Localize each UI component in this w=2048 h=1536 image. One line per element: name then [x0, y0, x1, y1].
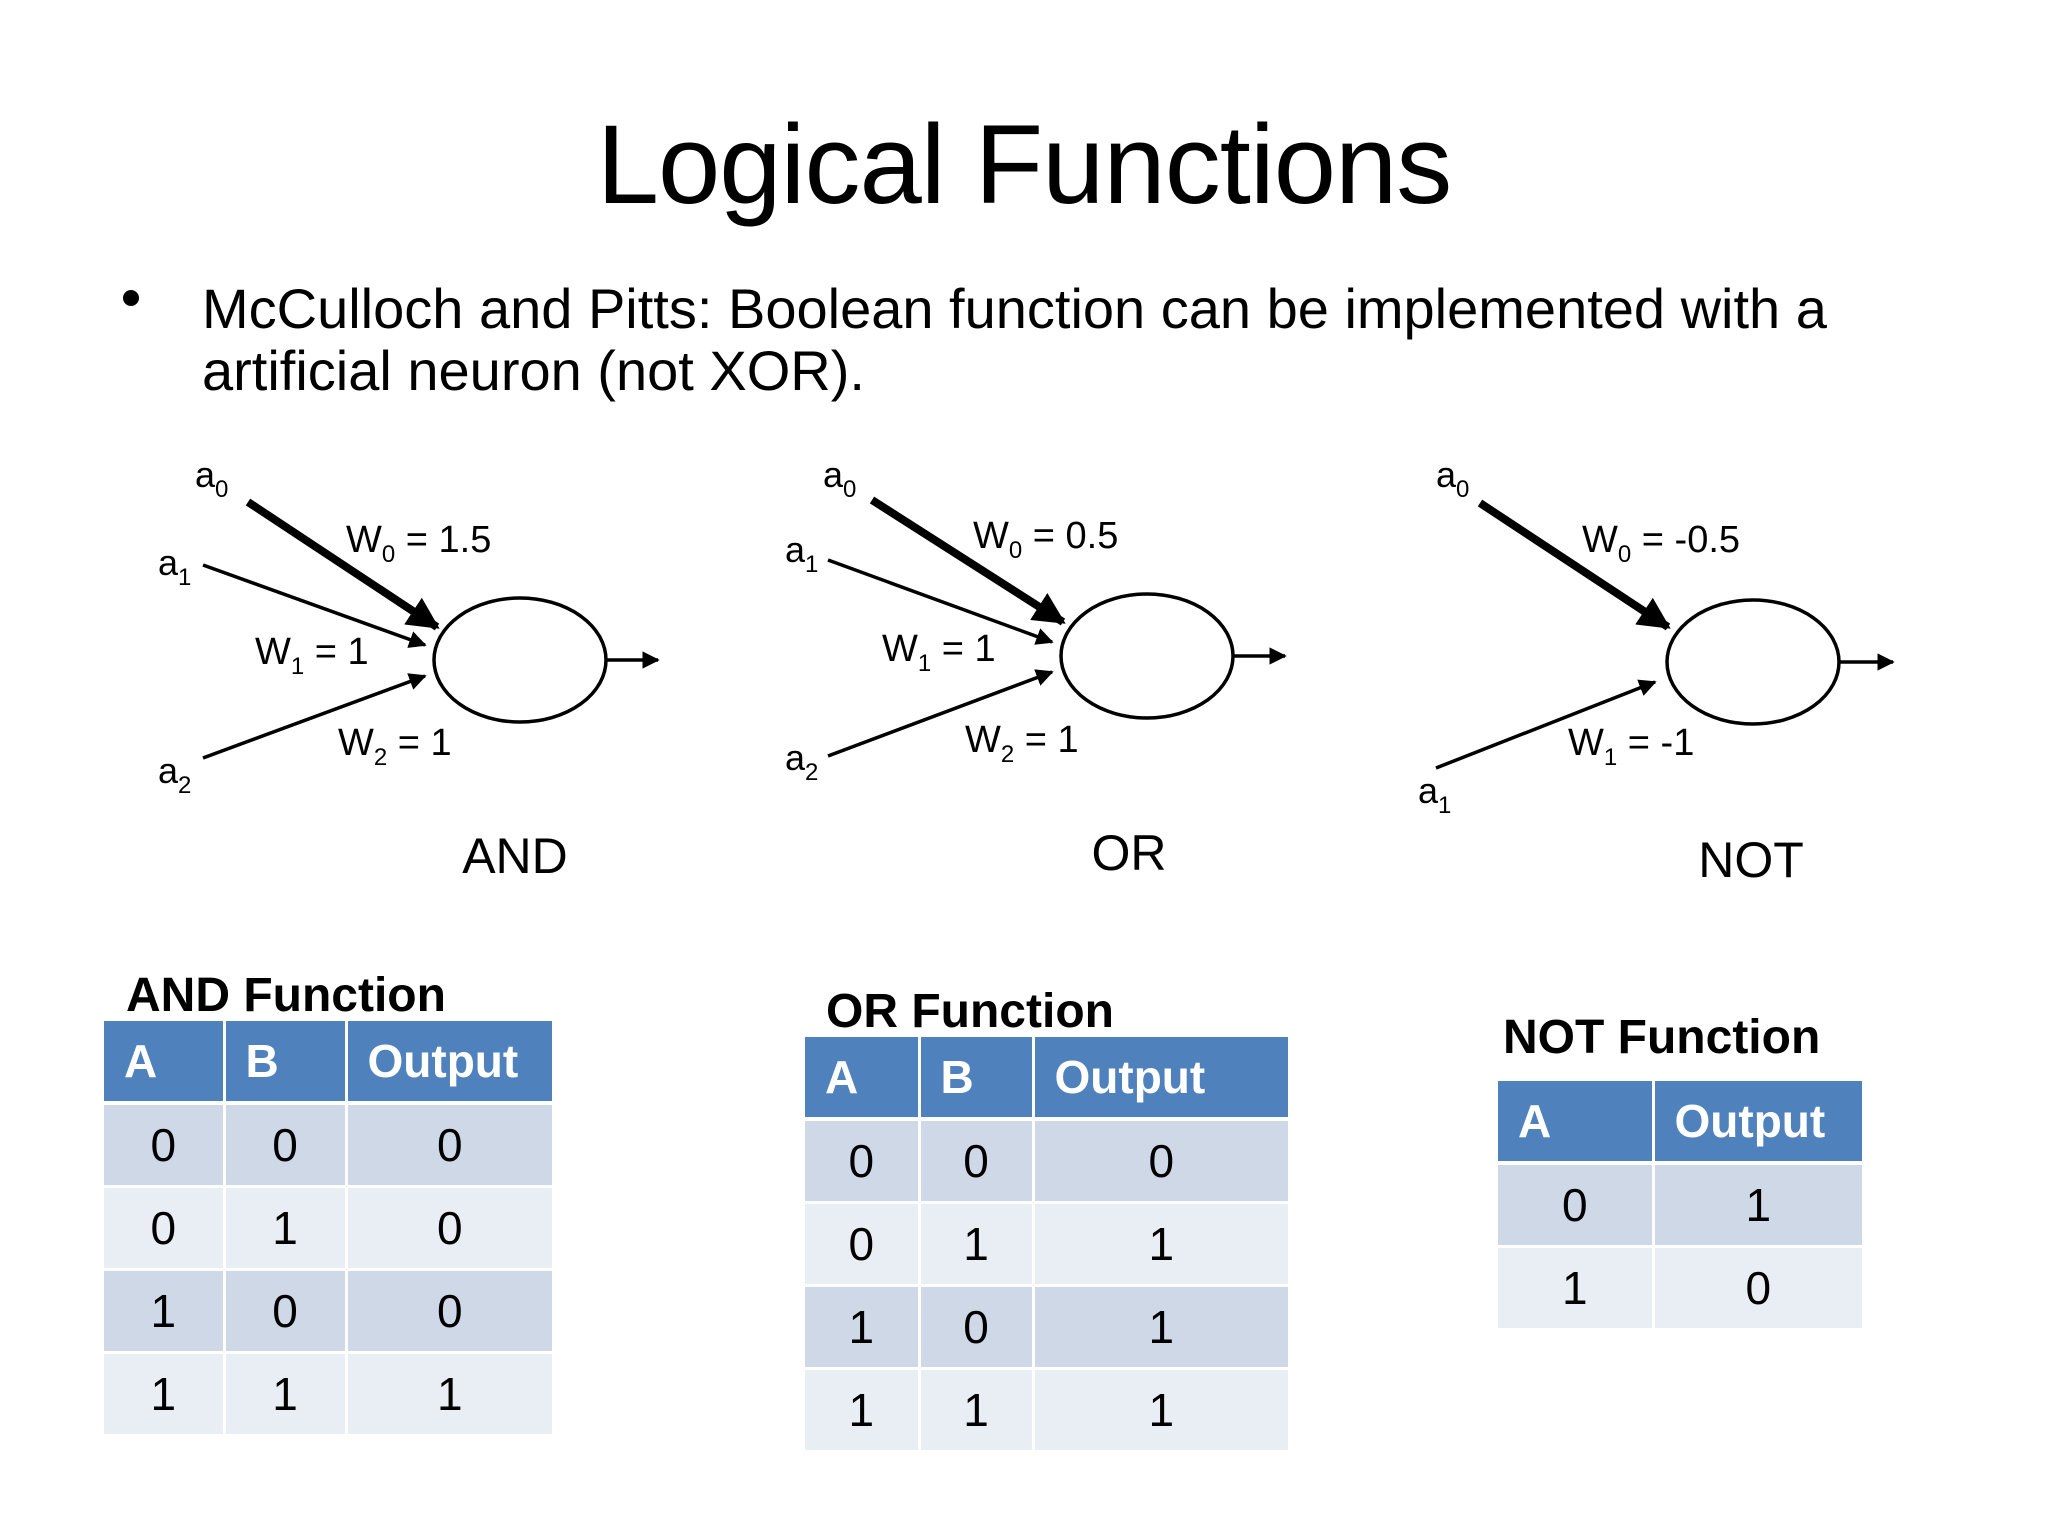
table-cell: 1 [1033, 1285, 1288, 1370]
and-weight-arrow-w1 [202, 563, 427, 648]
and-neuron-body [432, 596, 608, 724]
or-neuron-diagram: a0 a1 a2 W0 = 0.5 W1 = 1 W2 = 1 OR [785, 454, 1287, 881]
table-cell: 1 [346, 1352, 552, 1437]
and-neuron-diagram: a0 a1 a2 W0 = 1.5 W1 = 1 W2 = 1 AND [158, 454, 660, 884]
and-neuron-label: AND [462, 828, 568, 884]
table-cell: 0 [346, 1103, 552, 1188]
or-weight-w0: W0 = 0.5 [973, 515, 1118, 564]
and-weight-arrow-w0 [245, 498, 440, 631]
table-cell: 1 [919, 1368, 1035, 1453]
table-cell: 1 [919, 1202, 1035, 1287]
and-input-a0: a0 [195, 454, 228, 503]
column-header-output: Output [346, 1021, 552, 1105]
table-cell: 1 [1033, 1202, 1288, 1287]
table-row: 0 0 0 [104, 1103, 552, 1188]
table-cell: 0 [919, 1119, 1035, 1204]
table-cell: 0 [919, 1285, 1035, 1370]
table-cell: 0 [224, 1269, 348, 1354]
slide-title: Logical Functions [596, 102, 1453, 227]
table-cell: 1 [1033, 1368, 1288, 1453]
table-row: 1 1 1 [104, 1352, 552, 1437]
or-input-a1: a1 [785, 529, 818, 578]
table-row: 1 1 1 [805, 1368, 1288, 1453]
table-cell: 0 [346, 1186, 552, 1271]
or-input-a2: a2 [785, 737, 818, 786]
table-cell: 1 [104, 1269, 226, 1354]
table-row: 0 1 0 [104, 1186, 552, 1271]
or-weight-arrow-w1 [827, 558, 1054, 645]
not-input-a0: a0 [1436, 454, 1469, 503]
or-weight-arrow-w0 [869, 496, 1066, 626]
not-weight-arrow-w0 [1477, 499, 1671, 631]
table-cell: 1 [224, 1352, 348, 1437]
column-header-output: Output [1653, 1081, 1862, 1165]
table-header-row: A Output [1498, 1081, 1862, 1165]
table-header-row: A B Output [104, 1021, 552, 1105]
column-header-output: Output [1033, 1037, 1288, 1121]
table-cell: 0 [1653, 1246, 1862, 1331]
table-header-row: A B Output [805, 1037, 1288, 1121]
table-cell: 0 [346, 1269, 552, 1354]
column-header-b: B [224, 1021, 348, 1105]
table-row: 1 0 0 [104, 1269, 552, 1354]
table-row: 1 0 1 [805, 1285, 1288, 1370]
column-header-a: A [1498, 1081, 1655, 1165]
table-cell: 0 [1033, 1119, 1288, 1204]
not-neuron-label: NOT [1698, 832, 1804, 888]
bullet-text: McCulloch and Pitts: Boolean function ca… [202, 277, 1827, 402]
table-cell: 1 [1498, 1246, 1655, 1331]
table-row: 0 1 [1498, 1163, 1862, 1248]
table-cell: 1 [805, 1285, 921, 1370]
and-weight-w0: W0 = 1.5 [346, 519, 491, 568]
not-neuron-diagram: a0 a1 W0 = -0.5 W1 = -1 NOT [1418, 454, 1895, 888]
table-cell: 0 [104, 1103, 226, 1188]
not-weight-w0: W0 = -0.5 [1582, 519, 1740, 568]
not-table-title: NOT Function [1503, 1011, 1821, 1064]
table-cell: 0 [104, 1186, 226, 1271]
and-weight-w2: W2 = 1 [338, 722, 452, 771]
table-cell: 1 [805, 1368, 921, 1453]
or-weight-w2: W2 = 1 [965, 719, 1079, 768]
and-truth-table: A B Output 0 0 0 0 1 0 1 0 0 1 1 1 [104, 1021, 552, 1437]
table-cell: 0 [1498, 1163, 1655, 1248]
table-row: 1 0 [1498, 1246, 1862, 1331]
column-header-b: B [919, 1037, 1035, 1121]
or-table-title: OR Function [826, 985, 1114, 1038]
not-truth-table: A Output 0 1 1 0 [1498, 1081, 1862, 1331]
or-neuron-label: OR [1092, 825, 1167, 881]
and-weight-arrow-w2 [202, 673, 427, 760]
table-row: 0 0 0 [805, 1119, 1288, 1204]
or-input-a0: a0 [823, 454, 856, 503]
table-cell: 0 [805, 1119, 921, 1204]
table-cell: 0 [224, 1103, 348, 1188]
not-input-a1: a1 [1418, 770, 1451, 819]
or-weight-arrow-w2 [827, 669, 1054, 758]
and-table-title: AND Function [126, 969, 446, 1022]
not-neuron-body [1665, 598, 1841, 726]
table-cell: 0 [805, 1202, 921, 1287]
column-header-a: A [104, 1021, 226, 1105]
and-weight-w1: W1 = 1 [255, 631, 369, 680]
table-row: 0 1 1 [805, 1202, 1288, 1287]
bullet-point [123, 290, 139, 306]
not-weight-w1: W1 = -1 [1568, 722, 1694, 771]
and-input-a1: a1 [158, 542, 191, 591]
table-cell: 1 [1653, 1163, 1862, 1248]
or-neuron-body [1059, 592, 1235, 720]
or-truth-table: A B Output 0 0 0 0 1 1 1 0 1 1 1 1 [805, 1037, 1288, 1453]
table-cell: 1 [104, 1352, 226, 1437]
and-input-a2: a2 [158, 750, 191, 799]
not-weight-arrow-w1 [1435, 679, 1657, 770]
table-cell: 1 [224, 1186, 348, 1271]
column-header-a: A [805, 1037, 921, 1121]
or-weight-w1: W1 = 1 [882, 628, 996, 677]
